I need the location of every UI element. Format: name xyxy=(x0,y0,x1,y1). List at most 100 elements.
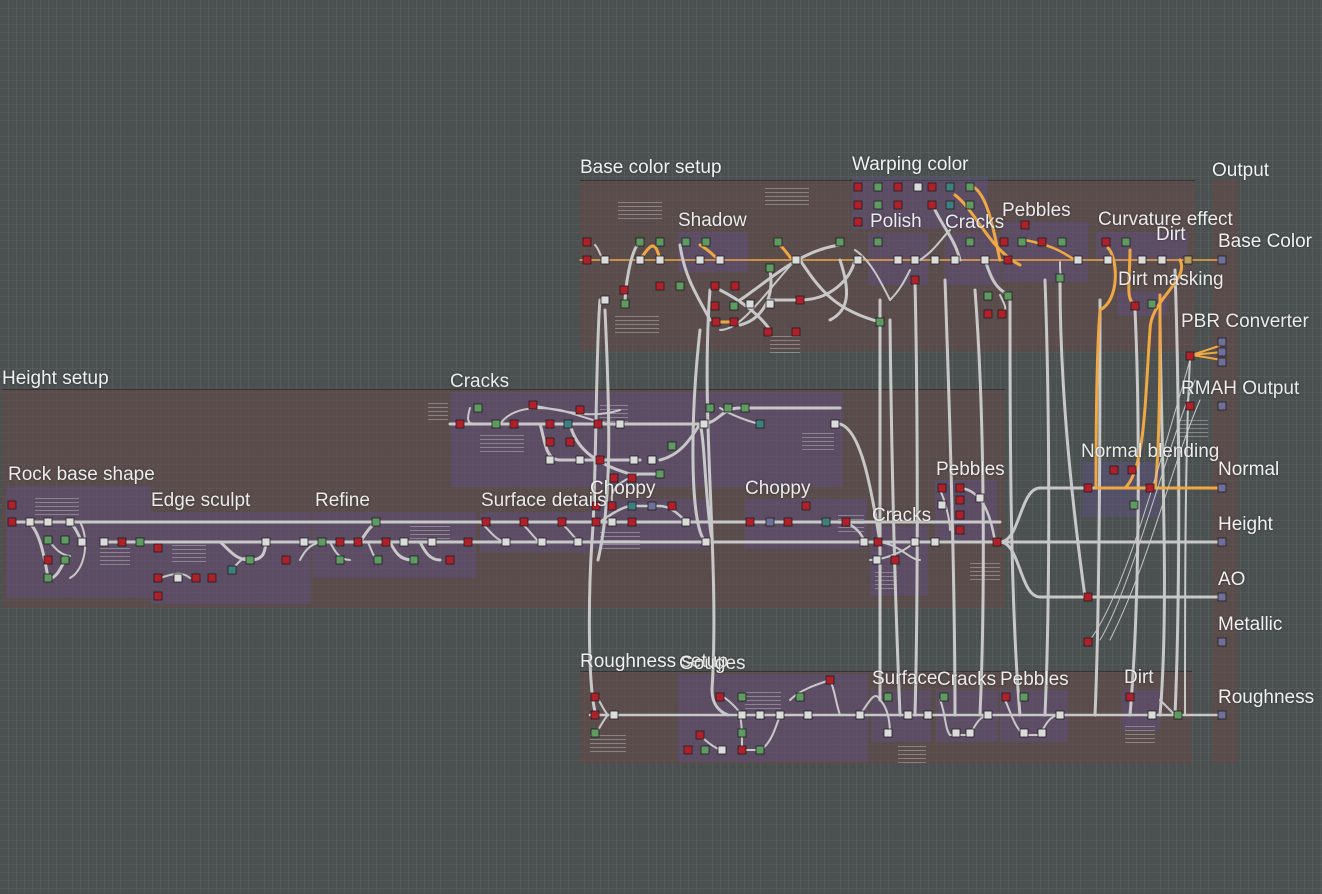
graph-node[interactable] xyxy=(627,501,637,511)
graph-node[interactable] xyxy=(795,692,805,702)
graph-node[interactable] xyxy=(939,692,949,702)
graph-node[interactable] xyxy=(765,299,775,309)
graph-node[interactable] xyxy=(955,495,965,505)
graph-node[interactable] xyxy=(635,237,645,247)
connection-wire[interactable] xyxy=(388,540,414,562)
graph-node[interactable] xyxy=(43,555,53,565)
graph-node[interactable] xyxy=(77,537,87,547)
graph-node[interactable] xyxy=(801,501,811,511)
graph-node[interactable] xyxy=(965,200,975,210)
graph-node[interactable] xyxy=(1217,710,1227,720)
graph-node[interactable] xyxy=(711,317,721,327)
graph-node[interactable] xyxy=(99,537,109,547)
connection-wire[interactable] xyxy=(698,422,714,542)
graph-node[interactable] xyxy=(705,403,715,413)
graph-node[interactable] xyxy=(1037,237,1047,247)
graph-node[interactable] xyxy=(593,419,603,429)
connection-wire[interactable] xyxy=(1153,293,1162,490)
graph-node[interactable] xyxy=(1217,337,1227,347)
connection-wire[interactable] xyxy=(218,540,268,562)
graph-node[interactable] xyxy=(893,182,903,192)
graph-node[interactable] xyxy=(965,728,975,738)
connection-wire[interactable] xyxy=(879,541,921,561)
graph-node[interactable] xyxy=(607,517,617,527)
graph-node[interactable] xyxy=(913,182,923,192)
connection-wire[interactable] xyxy=(998,486,1227,544)
connection-wire[interactable] xyxy=(418,540,442,562)
connection-wire[interactable] xyxy=(705,288,730,717)
frame-roughness-setup[interactable] xyxy=(580,671,1192,764)
graph-node[interactable] xyxy=(859,537,869,547)
graph-node[interactable] xyxy=(715,692,725,702)
connection-wire[interactable] xyxy=(1058,278,1087,599)
graph-node[interactable] xyxy=(1103,255,1113,265)
graph-node[interactable] xyxy=(821,517,831,527)
graph-node[interactable] xyxy=(371,517,381,527)
graph-node[interactable] xyxy=(281,555,291,565)
graph-node[interactable] xyxy=(590,692,600,702)
graph-node[interactable] xyxy=(582,237,592,247)
graph-node[interactable] xyxy=(930,255,940,265)
graph-node[interactable] xyxy=(825,675,835,685)
graph-node[interactable] xyxy=(965,182,975,192)
graph-node[interactable] xyxy=(701,237,711,247)
connection-wire[interactable] xyxy=(739,714,781,751)
graph-node[interactable] xyxy=(1147,710,1157,720)
graph-node[interactable] xyxy=(509,419,519,429)
graph-node[interactable] xyxy=(1145,483,1155,493)
graph-node[interactable] xyxy=(681,517,691,527)
graph-node[interactable] xyxy=(893,200,903,210)
graph-node[interactable] xyxy=(1001,692,1011,702)
graph-node[interactable] xyxy=(537,537,547,547)
connection-wire[interactable] xyxy=(973,288,985,717)
graph-node[interactable] xyxy=(1185,401,1195,411)
graph-node[interactable] xyxy=(710,281,720,291)
connection-wire[interactable] xyxy=(568,422,662,476)
graph-node[interactable] xyxy=(1055,710,1065,720)
connection-wire[interactable] xyxy=(691,328,706,542)
graph-node[interactable] xyxy=(463,537,473,547)
graph-node[interactable] xyxy=(873,237,883,247)
graph-node[interactable] xyxy=(1073,255,1083,265)
graph-node[interactable] xyxy=(872,555,882,565)
connection-wire[interactable] xyxy=(587,298,602,717)
graph-node[interactable] xyxy=(937,483,947,493)
graph-node[interactable] xyxy=(1185,351,1195,361)
graph-node[interactable] xyxy=(565,437,575,447)
graph-node[interactable] xyxy=(965,237,975,247)
graph-node[interactable] xyxy=(43,573,53,583)
graph-node[interactable] xyxy=(667,441,677,451)
graph-node[interactable] xyxy=(1147,299,1157,309)
connection-wire[interactable] xyxy=(538,422,642,462)
graph-node[interactable] xyxy=(755,419,765,429)
connection-wire[interactable] xyxy=(983,258,1012,297)
graph-node[interactable] xyxy=(763,327,773,337)
graph-node[interactable] xyxy=(999,237,1009,247)
graph-node[interactable] xyxy=(335,537,345,547)
graph-node[interactable] xyxy=(992,537,1002,547)
graph-node[interactable] xyxy=(635,255,645,265)
connection-wire[interactable] xyxy=(939,489,951,531)
graph-node[interactable] xyxy=(1217,357,1227,367)
graph-node[interactable] xyxy=(575,405,585,415)
graph-node[interactable] xyxy=(65,517,75,527)
graph-node[interactable] xyxy=(723,403,733,413)
graph-node[interactable] xyxy=(1183,255,1193,265)
graph-node[interactable] xyxy=(975,493,985,503)
graph-node[interactable] xyxy=(1055,273,1065,283)
connection-wire[interactable] xyxy=(69,521,87,579)
graph-node[interactable] xyxy=(683,745,693,755)
connection-wire[interactable] xyxy=(1184,359,1191,716)
graph-node[interactable] xyxy=(1003,291,1013,301)
graph-node[interactable] xyxy=(841,517,851,527)
connection-wire[interactable] xyxy=(467,407,481,426)
graph-node[interactable] xyxy=(227,565,237,575)
graph-node[interactable] xyxy=(655,469,665,479)
graph-node[interactable] xyxy=(245,555,255,565)
graph-node[interactable] xyxy=(299,537,309,547)
graph-node[interactable] xyxy=(619,285,629,295)
connection-wire[interactable] xyxy=(919,229,951,261)
graph-node[interactable] xyxy=(950,255,960,265)
graph-node[interactable] xyxy=(710,301,720,311)
